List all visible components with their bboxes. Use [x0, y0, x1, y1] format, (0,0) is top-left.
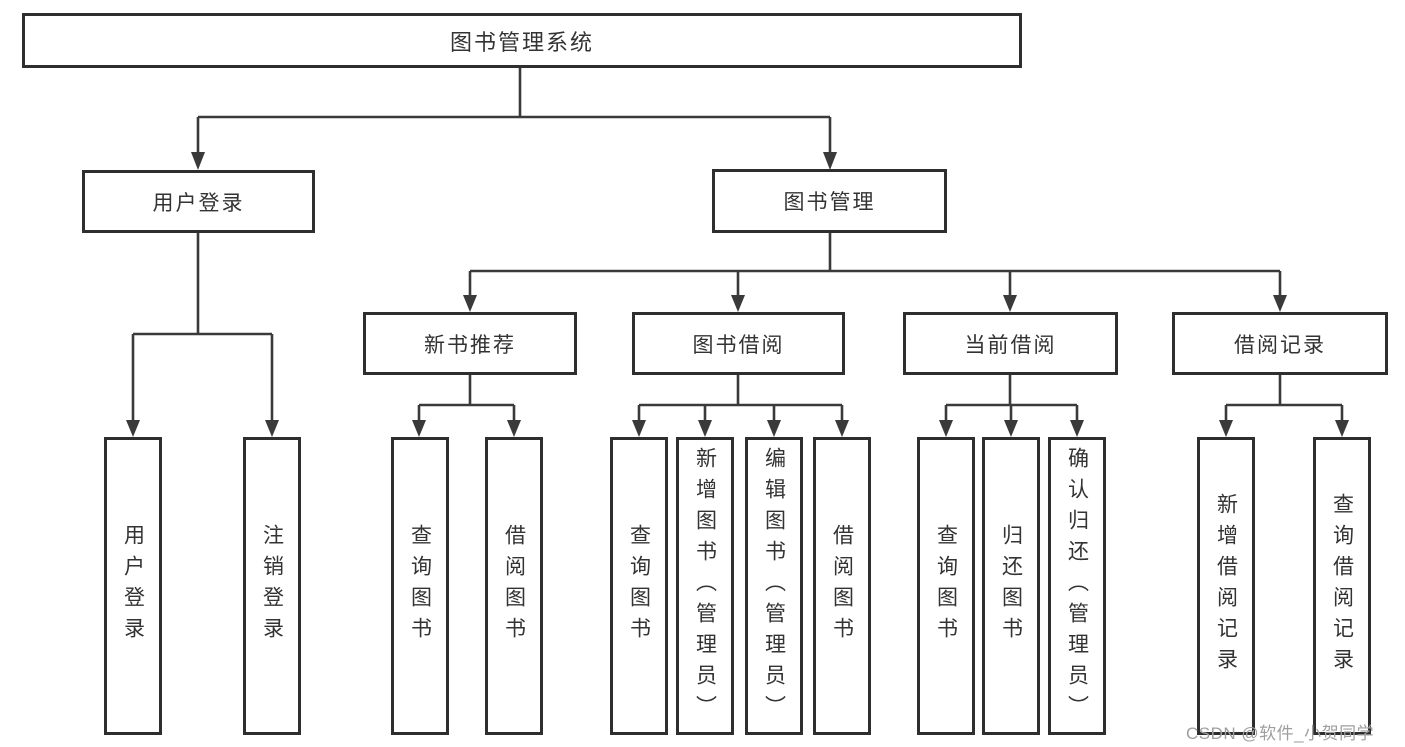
leaf-confirm-return-admin-label: 确认归还（管理员） [1065, 446, 1089, 726]
leaf-add-book-admin: 新增图书（管理员） [676, 437, 734, 735]
node-borrow-record: 借阅记录 [1172, 312, 1388, 375]
leaf-query-book-current: 查询图书 [917, 437, 975, 735]
node-user-login: 用户登录 [82, 170, 315, 233]
leaf-query-book-borrow-label: 查询图书 [627, 524, 651, 648]
leaf-borrow-book-recommend: 借阅图书 [485, 437, 543, 735]
leaf-borrow-book: 借阅图书 [813, 437, 871, 735]
leaf-logout: 注销登录 [243, 437, 301, 735]
leaf-query-book-current-label: 查询图书 [934, 524, 958, 648]
leaf-user-login: 用户登录 [104, 437, 162, 735]
node-new-book-recommend-label: 新书推荐 [424, 333, 516, 357]
leaf-edit-book-admin-label: 编辑图书（管理员） [762, 446, 786, 726]
leaf-borrow-book-recommend-label: 借阅图书 [502, 524, 526, 648]
leaf-query-book-recommend-label: 查询图书 [408, 524, 432, 648]
leaf-add-book-admin-label: 新增图书（管理员） [693, 446, 717, 726]
leaf-query-borrow-record-label: 查询借阅记录 [1330, 493, 1354, 679]
node-book-management-label: 图书管理 [783, 191, 876, 214]
leaf-borrow-book-label: 借阅图书 [830, 524, 854, 648]
leaf-query-borrow-record: 查询借阅记录 [1313, 437, 1371, 735]
leaf-query-book-borrow: 查询图书 [610, 437, 668, 735]
node-new-book-recommend: 新书推荐 [363, 312, 577, 375]
leaf-user-login-label: 用户登录 [121, 524, 145, 648]
node-root: 图书管理系统 [22, 13, 1022, 68]
leaf-add-borrow-record-label: 新增借阅记录 [1214, 493, 1238, 679]
leaf-logout-label: 注销登录 [260, 524, 284, 648]
leaf-confirm-return-admin: 确认归还（管理员） [1048, 437, 1106, 735]
leaf-add-borrow-record: 新增借阅记录 [1197, 437, 1255, 735]
leaf-return-book: 归还图书 [982, 437, 1040, 735]
node-user-login-label: 用户登录 [152, 191, 245, 215]
csdn-watermark: CSDN @软件_小贺同学 [1186, 724, 1375, 743]
node-book-borrow-label: 图书借阅 [692, 333, 785, 357]
node-book-borrow: 图书借阅 [632, 312, 845, 375]
node-current-borrow: 当前借阅 [903, 312, 1118, 375]
node-book-management: 图书管理 [712, 169, 947, 233]
node-current-borrow-label: 当前借阅 [964, 333, 1057, 357]
leaf-edit-book-admin: 编辑图书（管理员） [745, 437, 803, 735]
leaf-return-book-label: 归还图书 [999, 524, 1023, 648]
leaf-query-book-recommend: 查询图书 [391, 437, 449, 735]
node-root-label: 图书管理系统 [449, 29, 594, 55]
node-borrow-record-label: 借阅记录 [1234, 333, 1326, 357]
